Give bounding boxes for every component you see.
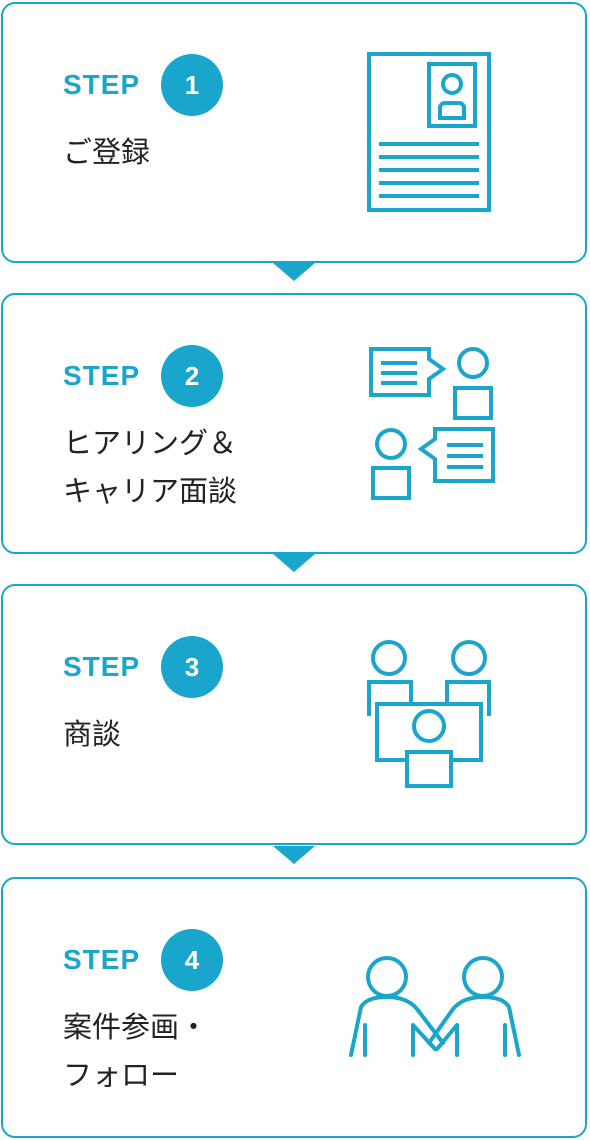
down-arrow-icon: [273, 554, 315, 572]
step-label: STEP: [63, 944, 141, 975]
step-label: STEP: [63, 651, 141, 682]
handshake-icon: [349, 956, 521, 1057]
resume-icon: [367, 52, 491, 212]
step-title: ヒアリング＆ キャリア面談: [63, 426, 238, 508]
step-title: ご登録: [63, 135, 151, 169]
conversation-icon: [369, 347, 495, 500]
step-card-4: STEP 4 案件参画・ フォロー: [1, 877, 587, 1138]
step-number-badge: 4: [161, 929, 223, 991]
step-card-1: STEP 1 ご登録: [1, 2, 587, 263]
step-card-2: STEP 2 ヒアリング＆ キャリア面談: [1, 293, 587, 554]
step-label: STEP: [63, 360, 141, 391]
step-number-badge: 1: [161, 54, 223, 116]
meeting-icon: [367, 640, 491, 788]
step-title: 商談: [63, 717, 122, 751]
step-label: STEP: [63, 69, 141, 100]
down-arrow-icon: [273, 263, 315, 281]
step-card-3: STEP 3 商談: [1, 584, 587, 845]
step-title: 案件参画・ フォロー: [63, 1010, 209, 1092]
down-arrow-icon: [273, 846, 315, 864]
step-number-badge: 3: [161, 636, 223, 698]
step-number-badge: 2: [161, 345, 223, 407]
